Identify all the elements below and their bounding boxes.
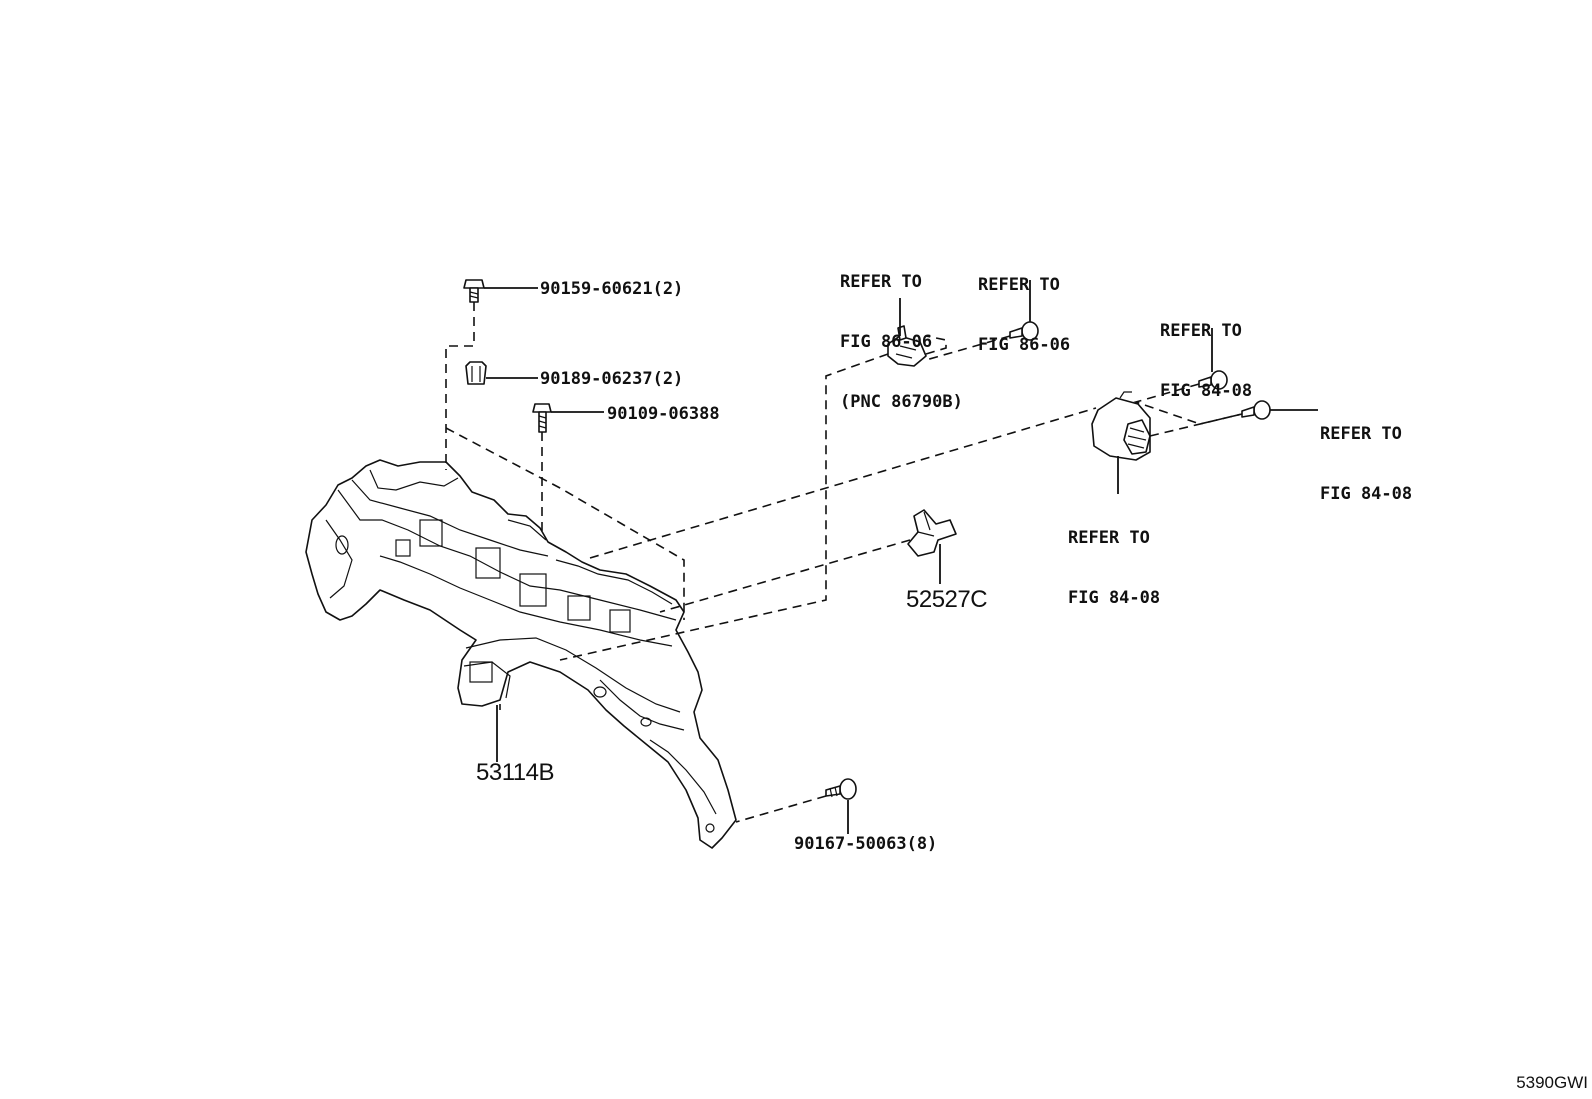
reference-line: FIG 86-06 bbox=[840, 332, 933, 352]
module-assembly-84-08-icon bbox=[1091, 391, 1151, 461]
assembly-dashed-lines bbox=[445, 302, 1243, 823]
drawing-code: 5390GWI bbox=[1516, 1073, 1588, 1092]
callout-90109-06388: 90109-06388 bbox=[607, 404, 720, 424]
reference-fig-86-06: REFER TO FIG 86-06 bbox=[978, 235, 1070, 375]
nut-90189-icon bbox=[465, 361, 487, 385]
callout-52527c: 52527C bbox=[906, 586, 988, 613]
leader-lines bbox=[484, 280, 1318, 834]
reference-line: REFER TO bbox=[1320, 424, 1402, 444]
instrument-panel-reinforcement-drawing bbox=[305, 459, 737, 849]
reference-line: FIG 84-08 bbox=[1320, 484, 1413, 504]
callout-53114b: 53114B bbox=[476, 759, 554, 786]
screw-90167-icon bbox=[825, 778, 857, 800]
reference-fig-84-08-right: REFER TO FIG 84-08 bbox=[1320, 384, 1412, 524]
bracket-52527c-icon bbox=[907, 509, 957, 557]
callout-90167-50063: 90167-50063(8) bbox=[794, 834, 938, 854]
reference-fig-86-06-pnc: REFER TO FIG 86-06 (PNC 86790B) bbox=[840, 232, 963, 432]
reference-line: FIG 84-08 bbox=[1160, 381, 1253, 401]
reference-line: REFER TO bbox=[1068, 528, 1150, 548]
bolt-90109-icon bbox=[532, 403, 552, 433]
reference-line: REFER TO bbox=[1160, 321, 1242, 341]
reference-line: FIG 84-08 bbox=[1068, 588, 1161, 608]
reference-line: REFER TO bbox=[840, 272, 922, 292]
screw-84-08-top-icon bbox=[1198, 370, 1228, 390]
callout-90159-60621: 90159-60621(2) bbox=[540, 279, 684, 299]
reference-line: (PNC 86790B) bbox=[840, 392, 963, 412]
reference-line: REFER TO bbox=[978, 275, 1060, 295]
callout-90189-06237: 90189-06237(2) bbox=[540, 369, 684, 389]
bolt-90159-icon bbox=[463, 279, 485, 303]
reference-fig-84-08-bottom: REFER TO FIG 84-08 bbox=[1068, 488, 1160, 628]
reference-line: FIG 86-06 bbox=[978, 335, 1071, 355]
reference-fig-84-08-top: REFER TO FIG 84-08 bbox=[1160, 281, 1252, 421]
